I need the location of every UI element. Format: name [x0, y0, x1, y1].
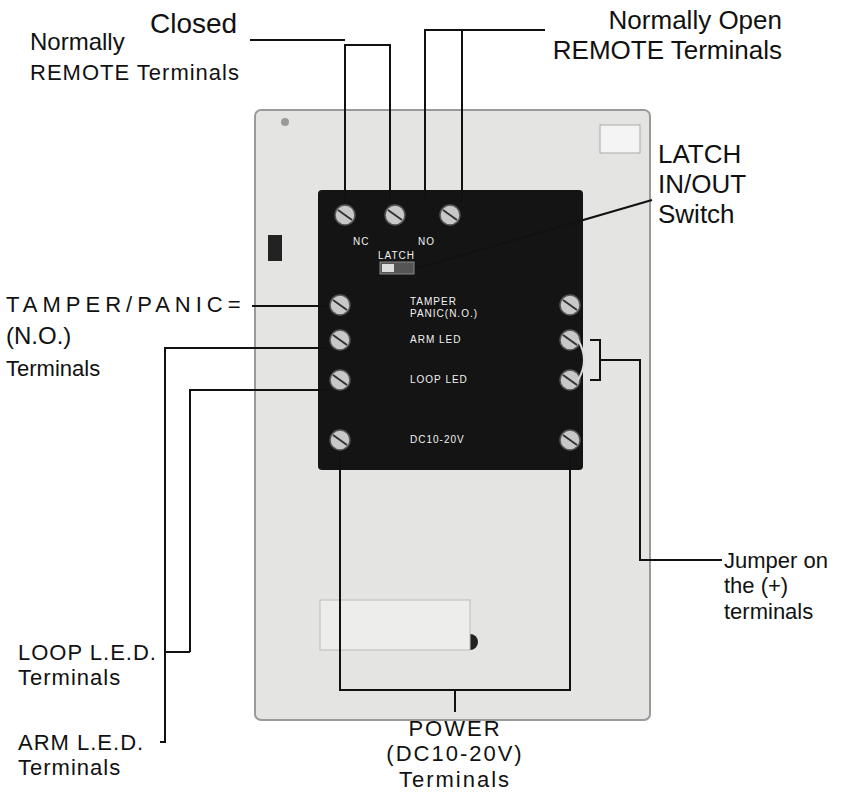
terminal-marking: PANIC(N.O.) — [410, 308, 478, 319]
latch-switch — [380, 262, 414, 274]
callout-label: LATCH IN/OUT Switch — [658, 140, 778, 230]
callout-label: Normally — [30, 28, 125, 56]
model-plate — [320, 600, 470, 650]
terminal-marking: DC10-20V — [410, 434, 465, 445]
callout-label: Closed — [150, 8, 237, 40]
terminal-marking: LOOP LED — [410, 374, 468, 385]
terminal-screws — [330, 205, 580, 450]
leader-lines — [160, 30, 722, 742]
terminal-marking: NO — [418, 236, 435, 247]
housing-sticker — [600, 125, 640, 153]
screw-slots — [333, 210, 577, 445]
callout-label: Terminals — [6, 356, 100, 381]
housing-hole — [281, 118, 289, 126]
terminal-marking: NC — [353, 236, 369, 247]
terminal-marking: ARM LED — [410, 334, 461, 345]
housing-slot — [268, 235, 282, 261]
latch-switch-knob — [382, 264, 394, 272]
terminal-marking: TAMPER — [410, 296, 457, 307]
callout-label: LOOP L.E.D. Terminals — [18, 640, 168, 691]
callout-label: Jumper on the (+) terminals — [724, 548, 862, 624]
callout-label: ARM L.E.D. Terminals — [18, 730, 168, 781]
jumper-wire — [578, 340, 584, 380]
callout-label: (N.O.) — [6, 322, 71, 350]
housing — [255, 110, 650, 720]
callout-label: REMOTE Terminals — [30, 60, 240, 85]
callout-label: TAMPER/PANIC= — [6, 292, 246, 317]
callout-label: POWER (DC10-20V) Terminals — [370, 716, 540, 792]
callout-label: Normally Open REMOTE Terminals — [520, 6, 782, 66]
terminal-marking: LATCH — [378, 250, 415, 261]
